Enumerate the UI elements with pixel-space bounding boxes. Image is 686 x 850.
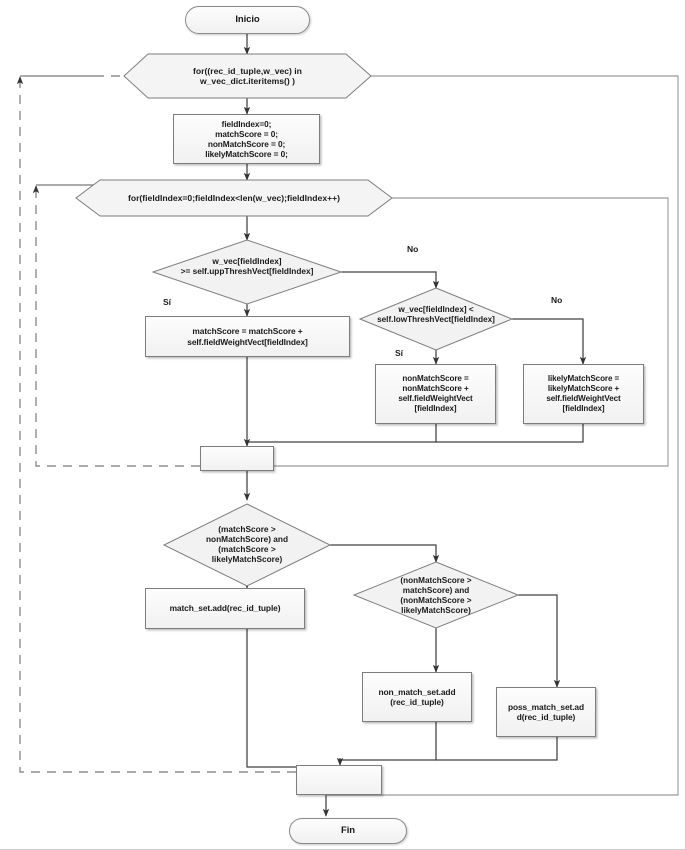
node-dec-upper-line-1: w_vec[fieldIndex] bbox=[212, 256, 282, 267]
node-dec-nonmatch-line-2: matchScore) and bbox=[402, 586, 470, 596]
edge-match-add-down bbox=[246, 629, 330, 768]
edge-label-si-lower: Sí bbox=[395, 348, 404, 358]
node-dec-upper[interactable]: w_vec[fieldIndex] >= self.uppThreshVect[… bbox=[153, 247, 341, 287]
node-poss-add-line-1: poss_match_set.ad bbox=[507, 701, 585, 712]
node-poss-add[interactable]: poss_match_set.ad d(rec_id_tuple) bbox=[496, 687, 596, 737]
node-init-line-3: nonMatchScore = 0; bbox=[207, 139, 286, 149]
node-dec-lower-line-2: self.lowThreshVect[fieldIndex] bbox=[377, 315, 495, 324]
node-dec-nonmatch-line-3: (nonMatchScore > bbox=[400, 596, 472, 605]
node-likely-score-line-3: self.fieldWeightVect bbox=[546, 394, 621, 403]
edge-for-outer-exit-to-fin bbox=[326, 75, 679, 796]
node-match-score-line-2: self.fieldWeightVect[fieldIndex] bbox=[187, 336, 308, 347]
node-init-line-1: fieldIndex=0; bbox=[221, 118, 272, 129]
node-nonmatch-score-line-3: self.fieldWeightVect bbox=[398, 394, 473, 403]
node-dec-match-line-3: (matchScore > bbox=[218, 544, 276, 554]
edge-for-inner-exit-to-dec-match bbox=[247, 197, 669, 467]
edge-outer-feedback-dashed bbox=[19, 76, 296, 773]
edge-nonmatch-score-join bbox=[247, 424, 437, 443]
edge-likely-score-join bbox=[436, 424, 584, 443]
shape-dec-match-diamond bbox=[162, 503, 332, 587]
edge-poss-add-down bbox=[436, 737, 558, 761]
node-for-inner-line-1: for(fieldIndex=0;fieldIndex<len(w_vec);f… bbox=[127, 192, 341, 203]
node-match-add-line-1: match_set.add(rec_id_tuple) bbox=[169, 603, 281, 614]
node-likely-score-line-1: likelyMatchScore = bbox=[547, 374, 620, 384]
node-dec-match-line-2: nonMatchScore) and bbox=[205, 534, 289, 545]
edge-dec-nonmatch-no bbox=[518, 594, 561, 688]
edge-dec-lower-no bbox=[512, 318, 587, 365]
node-dec-match-line-1: (matchScore > bbox=[218, 524, 276, 535]
node-likely-score[interactable]: likelyMatchScore = likelyMatchScore + se… bbox=[523, 364, 644, 424]
node-inicio[interactable]: Inicio bbox=[185, 6, 310, 34]
node-nonmatch-score-line-1: nonMatchScore = bbox=[402, 374, 469, 384]
node-likely-score-line-2: likelyMatchScore + bbox=[547, 384, 620, 394]
node-dec-lower[interactable]: w_vec[fieldIndex] < self.lowThreshVect[f… bbox=[348, 297, 524, 333]
shape-dec-nonmatch-diamond bbox=[352, 561, 520, 629]
shape-dec-lower-diamond bbox=[358, 287, 514, 351]
node-nonmatch-add-line-2: (rec_id_tuple) bbox=[390, 697, 444, 707]
node-nonmatch-score-line-4: [fieldIndex] bbox=[414, 403, 457, 413]
node-dec-nonmatch-line-4: likelyMatchScore) bbox=[401, 605, 471, 615]
node-for-outer-line-2: w_vec_dict.iteritems() ) bbox=[199, 76, 296, 86]
node-fin-label: Fin bbox=[341, 825, 355, 837]
node-likely-score-line-4: [fieldIndex] bbox=[562, 403, 605, 413]
node-dec-match-line-4: likelyMatchScore) bbox=[211, 553, 283, 564]
node-match-score-line-1: matchScore = matchScore + bbox=[192, 326, 303, 337]
node-init-line-4: likelyMatchScore = 0; bbox=[205, 149, 288, 160]
node-match-add[interactable]: match_set.add(rec_id_tuple) bbox=[145, 588, 305, 629]
edge-label-no-upper: No bbox=[407, 244, 419, 254]
node-init-line-2: matchScore = 0; bbox=[215, 128, 278, 139]
node-nonmatch-add-line-1: non_match_set.add bbox=[378, 686, 456, 697]
node-outer-loop-end[interactable] bbox=[296, 765, 382, 795]
node-fin[interactable]: Fin bbox=[289, 818, 407, 844]
node-for-outer-line-1: for((rec_id_tuple,w_vec) in bbox=[193, 65, 302, 76]
node-inner-loop-end[interactable] bbox=[200, 446, 274, 471]
edge-label-no-lower: No bbox=[551, 295, 563, 305]
node-dec-lower-line-1: w_vec[fieldIndex] < bbox=[398, 305, 474, 315]
edge-dec-upper-no bbox=[341, 271, 440, 289]
node-nonmatch-score-line-2: nonMatchScore + bbox=[402, 384, 469, 394]
node-match-score[interactable]: matchScore = matchScore + self.fieldWeig… bbox=[145, 316, 350, 357]
edge-inner-feedback-dashed bbox=[35, 185, 200, 467]
node-nonmatch-score[interactable]: nonMatchScore = nonMatchScore + self.fie… bbox=[375, 364, 496, 424]
node-inicio-label: Inicio bbox=[235, 14, 260, 26]
shape-for-inner-hex bbox=[75, 179, 393, 217]
node-dec-nonmatch[interactable]: (nonMatchScore > matchScore) and (nonMat… bbox=[354, 566, 518, 626]
edge-dec-match-no bbox=[330, 544, 440, 563]
edge-label-si-upper: Sí bbox=[163, 297, 172, 307]
edge-nonmatch-add-down bbox=[340, 722, 437, 761]
node-poss-add-line-2: d(rec_id_tuple) bbox=[516, 712, 576, 722]
node-for-outer[interactable]: for((rec_id_tuple,w_vec) in w_vec_dict.i… bbox=[124, 54, 371, 98]
shape-for-outer-hex bbox=[123, 53, 372, 99]
node-dec-match[interactable]: (matchScore > nonMatchScore) and (matchS… bbox=[164, 512, 330, 578]
node-for-inner[interactable]: for(fieldIndex=0;fieldIndex<len(w_vec);f… bbox=[76, 180, 392, 216]
shape-dec-upper-diamond bbox=[151, 239, 343, 305]
node-init[interactable]: fieldIndex=0; matchScore = 0; nonMatchSc… bbox=[173, 114, 320, 164]
node-dec-upper-line-2: >= self.uppThreshVect[fieldIndex] bbox=[180, 266, 314, 276]
node-dec-nonmatch-line-1: (nonMatchScore > bbox=[400, 576, 472, 586]
node-nonmatch-add[interactable]: non_match_set.add (rec_id_tuple) bbox=[362, 672, 472, 722]
